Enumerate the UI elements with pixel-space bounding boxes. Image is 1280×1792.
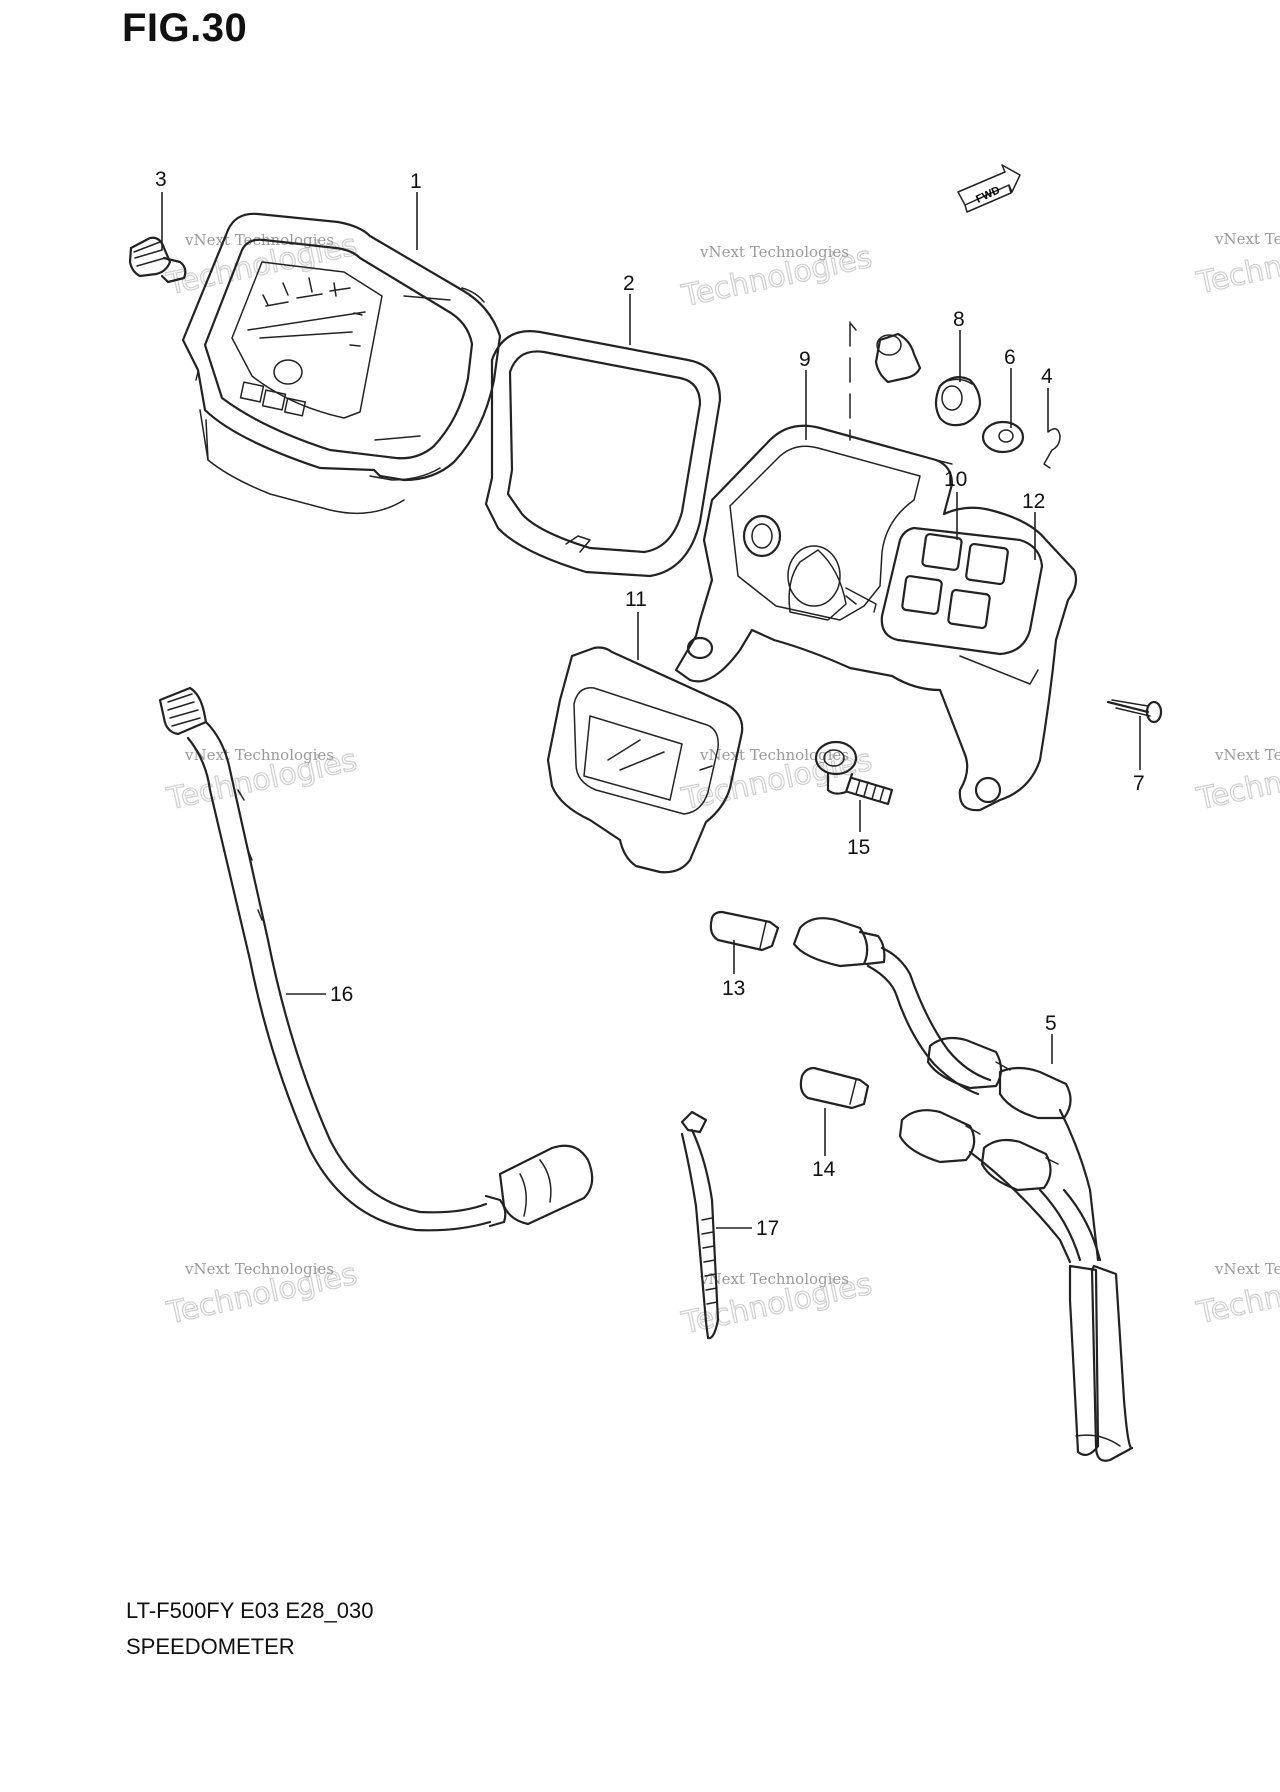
callout-8: 8 (953, 308, 965, 331)
figure-title: FIG.30 (122, 6, 248, 50)
fwd-arrow-marker: FWD (957, 164, 1021, 213)
part-6-washer (981, 420, 1025, 454)
part-14-bulb (799, 1066, 870, 1110)
callout-10: 10 (944, 468, 967, 491)
watermark-small-text: vNext Technologies (699, 243, 849, 261)
watermark-small-text: vNext Technologies (699, 746, 849, 764)
part-4-clip (1043, 428, 1061, 469)
part-17-cable-tie (680, 1110, 720, 1340)
part-pin-top (874, 332, 922, 384)
callout-4: 4 (1041, 365, 1053, 388)
part-15-bolt (814, 740, 894, 806)
watermark-small-text: vNext Technologies (1214, 1260, 1280, 1278)
watermark-small-text: vNext Technologies (184, 746, 334, 764)
callout-1: 1 (410, 170, 422, 193)
part-5-socket-harness (792, 917, 1134, 1462)
watermark-7: Technologies vNext Technologies (163, 1256, 361, 1332)
callout-12: 12 (1022, 490, 1045, 513)
callout-2: 2 (623, 272, 635, 295)
part-2-lens-frame (484, 330, 722, 578)
callout-15: 15 (847, 836, 870, 859)
callout-13: 13 (722, 977, 745, 1000)
watermark-2: Technologies vNext Technologies (678, 239, 876, 315)
callout-9: 9 (799, 348, 811, 371)
part-9-meter-housing (674, 321, 1078, 812)
part-13-bulb (709, 910, 780, 952)
watermark-small-text: vNext Technologies (699, 1270, 849, 1288)
part-3-reset-knob (128, 236, 187, 284)
watermark-9: Technologies vNext Technologies (1193, 1256, 1280, 1332)
callout-7: 7 (1133, 772, 1145, 795)
model-code: LT-F500FY E03 E28_030 (126, 1598, 374, 1623)
callout-3: 3 (155, 168, 167, 191)
diagram-name: SPEEDOMETER (126, 1634, 295, 1659)
callout-17: 17 (756, 1217, 779, 1240)
watermarks: Technologies vNext Technologies Technolo… (163, 226, 1280, 1342)
watermark-5: Technologies vNext Technologies (678, 742, 876, 818)
watermark-4: Technologies vNext Technologies (163, 742, 361, 818)
leader-lines (161, 192, 1141, 1229)
callout-6: 6 (1004, 346, 1016, 369)
callout-16: 16 (330, 983, 353, 1006)
watermark-small-text: vNext Technologies (1214, 746, 1280, 764)
part-8-grommet (934, 375, 982, 427)
watermark-6: Technologies vNext Technologies (1193, 742, 1280, 818)
callout-14: 14 (812, 1158, 836, 1181)
callouts: 1 2 3 4 5 6 7 8 9 10 11 12 13 14 15 16 1… (155, 168, 1145, 1240)
callout-5: 5 (1045, 1012, 1057, 1035)
part-1-speedometer-assembly (181, 212, 502, 515)
watermark-3: Technologies vNext Technologies (1193, 226, 1280, 302)
part-16-speedometer-cable (158, 686, 594, 1232)
part-11-lcd-housing (546, 646, 744, 874)
callout-11: 11 (625, 588, 647, 611)
part-7-screw (1106, 699, 1163, 724)
watermark-small-text: vNext Technologies (1214, 230, 1280, 248)
watermark-small-text: vNext Technologies (184, 1260, 334, 1278)
